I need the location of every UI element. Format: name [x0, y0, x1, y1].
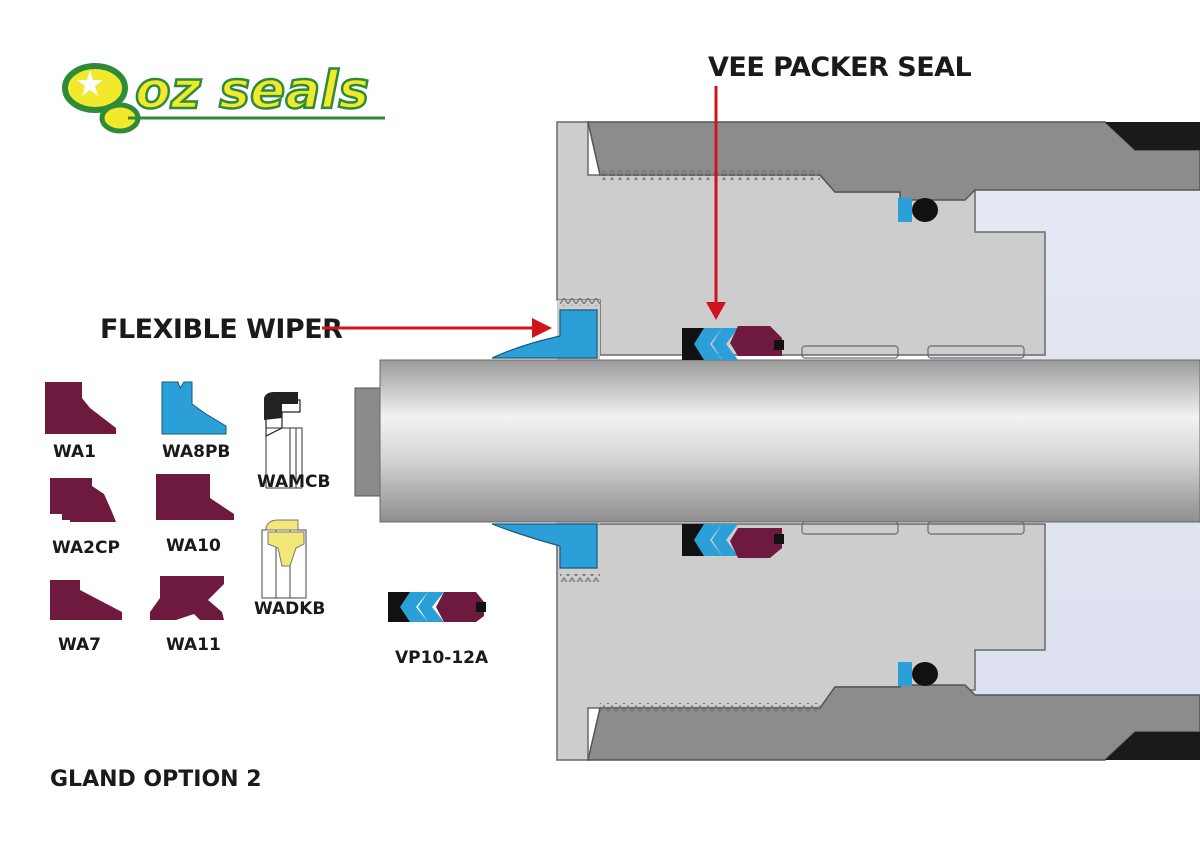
flexible-wiper-callout: FLEXIBLE WIPER	[100, 314, 552, 345]
thread-upper	[600, 170, 820, 180]
flexible-wiper-lower	[491, 523, 598, 569]
vee-packer-upper	[682, 326, 784, 360]
wa10-label: WA10	[166, 536, 221, 556]
wamcb-profile-icon	[264, 392, 303, 489]
flexible-wiper-upper	[491, 309, 598, 359]
flexible-wiper-arrow-head-icon	[532, 318, 552, 338]
flexible-wiper-label: FLEXIBLE WIPER	[100, 314, 343, 345]
wa7-label: WA7	[58, 635, 101, 655]
barrel-chamfer-upper	[1105, 122, 1200, 150]
wa10-profile-icon	[156, 474, 234, 520]
wa11-profile-icon	[150, 576, 224, 620]
wadkb-label: WADKB	[254, 599, 325, 619]
thread-wiper-upper	[560, 298, 600, 306]
vee-packer-arrow-head-icon	[706, 302, 726, 320]
vp10-12a-profile-icon	[388, 592, 486, 622]
wa8pb-label: WA8PB	[162, 442, 230, 462]
gland-assembly	[354, 121, 1200, 761]
vee-packer-lower	[682, 524, 784, 558]
wa8pb-profile-icon	[161, 381, 227, 435]
wa2cp-label: WA2CP	[52, 538, 120, 558]
vee-packer-callout: VEE PACKER SEAL	[706, 52, 972, 320]
wear-band-groove-1	[801, 345, 899, 359]
wa2cp-profile-icon	[50, 478, 116, 522]
wamcb-label: WAMCB	[257, 472, 331, 492]
thread-wiper-lower	[560, 574, 600, 582]
vee-packer-label: VEE PACKER SEAL	[708, 52, 972, 83]
wa1-label: WA1	[53, 442, 96, 462]
wa7-profile-icon	[50, 580, 122, 620]
vp10-12a-legend: VP10-12A	[388, 592, 489, 668]
o-ring-lower	[898, 662, 938, 686]
barrel-chamfer-lower	[1105, 732, 1200, 760]
vp10-12a-label: VP10-12A	[395, 648, 489, 668]
oz-seals-logo: oz seals	[62, 60, 385, 134]
wear-band-groove-2	[927, 345, 1025, 359]
thread-lower	[600, 703, 820, 713]
logo-star-icon	[77, 70, 103, 96]
wa1-profile-icon	[45, 382, 116, 434]
o-ring-upper	[898, 198, 938, 222]
piston-rod	[379, 359, 1200, 523]
wadkb-profile-icon	[261, 519, 307, 599]
gland-option-title: GLAND OPTION 2	[50, 767, 262, 792]
logo-text: oz seals	[135, 61, 369, 121]
wa11-label: WA11	[166, 635, 221, 655]
wiper-profile-legend: WA1 WA8PB WAMCB WA2CP WA10 WADKB	[45, 381, 331, 655]
